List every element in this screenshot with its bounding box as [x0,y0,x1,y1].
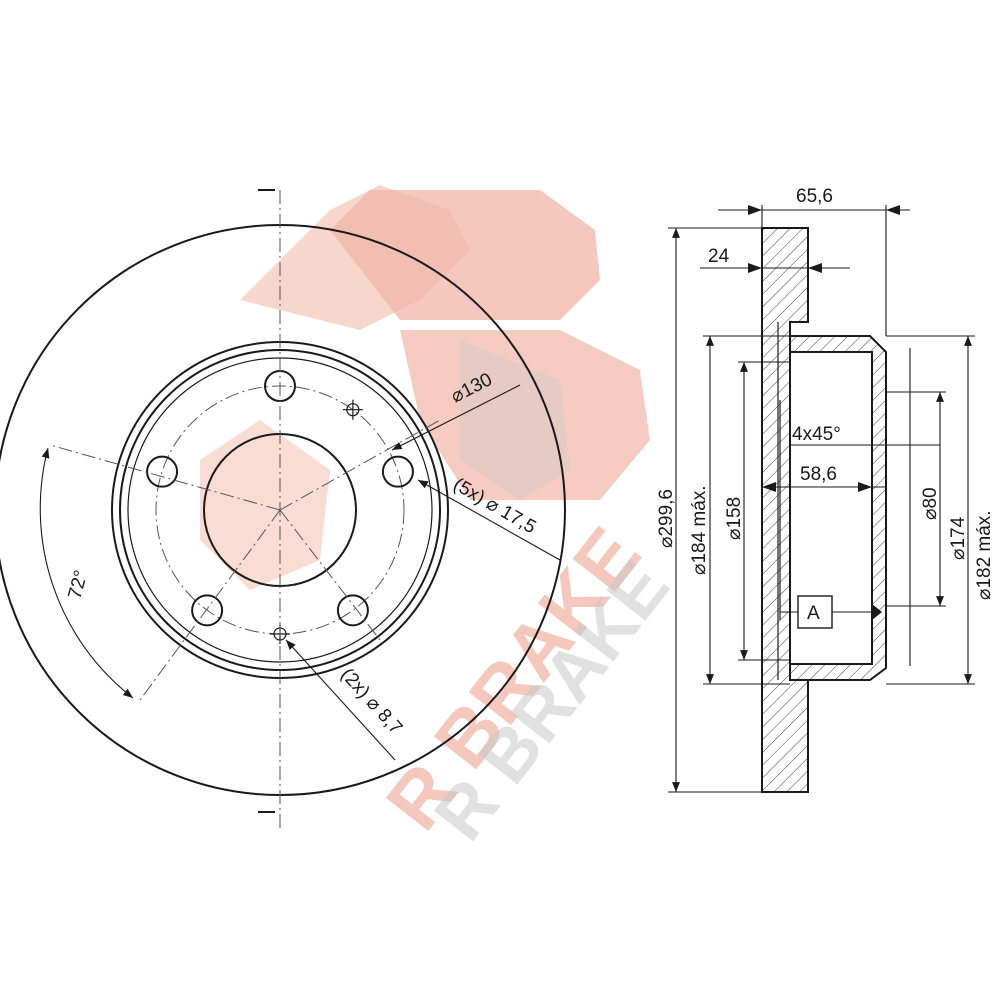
arrow-58-6-right [858,482,872,492]
bolt-hole-leader-line [417,479,561,561]
bolt-hole [191,594,224,627]
bolt-hole [381,455,414,488]
bolt-hole [336,594,369,627]
arrow-65-6-left [748,205,762,215]
inner-diameter-label: ⌀174 [948,516,969,560]
arrow-24-left [748,263,762,273]
angle-arc [39,447,134,699]
center-bore-label: ⌀80 [920,487,941,520]
pcd-leader-line [391,384,521,451]
section-view: 65,6 24 4x45° 58,6 ⌀299,6 ⌀184 máx. ⌀158… [656,186,995,793]
pin-hole-leader-line [285,639,396,761]
radial-center-line-4 [279,509,381,641]
arrow-24-right [808,263,822,273]
datum-triangle [872,604,882,620]
total-height-label: 65,6 [796,186,833,207]
radial-center-line-3 [279,419,441,511]
hat-section [789,335,887,681]
watermark-b-shape-upper [330,190,600,320]
outer-diameter-label: ⌀299,6 [656,489,677,548]
hat-depth-label: 58,6 [800,464,837,485]
hat-diameter-label: ⌀182 máx. [974,510,995,600]
arrow-58-6-left [762,482,776,492]
pin-holes-label: (2x) ⌀ 8,7 [336,664,406,738]
radial-center-line-2 [139,509,281,701]
watermark-b-shape-lower [400,330,650,500]
chamfer-label: 4x45° [792,424,841,445]
bolt-hole [146,455,179,488]
max-diameter-label: ⌀184 máx. [689,485,710,575]
watermark-grey-shadow [460,340,570,500]
friction-ring-section [761,227,809,793]
watermark-shadow-shape [200,420,330,590]
angle-label: 72° [65,568,93,601]
hub-diameter-label: ⌀158 [724,497,745,540]
arrow-65-6-right [886,205,900,215]
thickness-label: 24 [708,246,730,267]
datum-label: A [807,603,820,624]
